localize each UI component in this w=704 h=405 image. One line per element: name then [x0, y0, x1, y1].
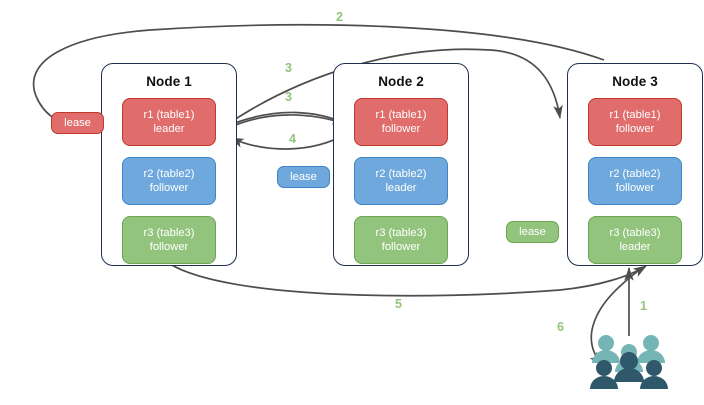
- node-title: Node 1: [146, 74, 192, 89]
- lease-badge-table3[interactable]: lease: [506, 221, 559, 243]
- replica-r2[interactable]: r2 (table2) follower: [122, 157, 216, 205]
- users-icon: [590, 335, 668, 389]
- lease-badge-table2[interactable]: lease: [277, 166, 330, 188]
- edge-3-to-node2: [221, 111, 348, 129]
- replica-name: r3 (table3): [609, 227, 661, 239]
- replica-r1[interactable]: r1 (table1) leader: [122, 98, 216, 146]
- replica-list: r1 (table1) follower r2 (table2) followe…: [568, 98, 702, 264]
- replica-name: r1 (table1): [609, 109, 661, 121]
- replica-r1[interactable]: r1 (table1) follower: [354, 98, 448, 146]
- replica-role: follower: [381, 123, 421, 135]
- step-label-4: 4: [289, 132, 296, 146]
- replica-name: r2 (table2): [609, 168, 661, 180]
- replica-name: r3 (table3): [143, 227, 195, 239]
- step-label-2: 2: [336, 10, 343, 24]
- replica-r2[interactable]: r2 (table2) follower: [588, 157, 682, 205]
- replica-role: follower: [615, 182, 655, 194]
- replica-r3[interactable]: r3 (table3) leader: [588, 216, 682, 264]
- replica-role: follower: [149, 182, 189, 194]
- step-label-3b: 3: [285, 90, 292, 104]
- replica-role: follower: [149, 241, 189, 253]
- replica-r2[interactable]: r2 (table2) leader: [354, 157, 448, 205]
- node-card-3: Node 3 r1 (table1) follower r2 (table2) …: [567, 63, 703, 266]
- replica-role: leader: [385, 182, 417, 194]
- edge-5-node1-to-node3: [169, 263, 647, 297]
- replica-role: leader: [619, 241, 651, 253]
- replica-role: leader: [153, 123, 185, 135]
- node-card-2: Node 2 r1 (table1) follower r2 (table2) …: [333, 63, 469, 266]
- replica-r3[interactable]: r3 (table3) follower: [122, 216, 216, 264]
- replica-name: r2 (table2): [143, 168, 195, 180]
- node-title: Node 2: [378, 74, 424, 89]
- edge-node1-to-node2: [223, 114, 346, 131]
- replica-name: r1 (table1): [143, 109, 195, 121]
- replica-role: follower: [381, 241, 421, 253]
- replica-name: r2 (table2): [375, 168, 427, 180]
- node-title: Node 3: [612, 74, 658, 89]
- replica-name: r3 (table3): [375, 227, 427, 239]
- node-card-1: Node 1 r1 (table1) leader r2 (table2) fo…: [101, 63, 237, 266]
- step-label-5: 5: [395, 297, 402, 311]
- replica-r1[interactable]: r1 (table1) follower: [588, 98, 682, 146]
- replica-r3[interactable]: r3 (table3) follower: [354, 216, 448, 264]
- replica-list: r1 (table1) leader r2 (table2) follower …: [102, 98, 236, 264]
- replica-role: follower: [615, 123, 655, 135]
- step-label-6: 6: [557, 320, 564, 334]
- replica-list: r1 (table1) follower r2 (table2) leader …: [334, 98, 468, 264]
- step-label-1: 1: [640, 299, 647, 313]
- step-label-3a: 3: [285, 61, 292, 75]
- lease-badge-table1[interactable]: lease: [51, 112, 104, 134]
- replica-name: r1 (table1): [375, 109, 427, 121]
